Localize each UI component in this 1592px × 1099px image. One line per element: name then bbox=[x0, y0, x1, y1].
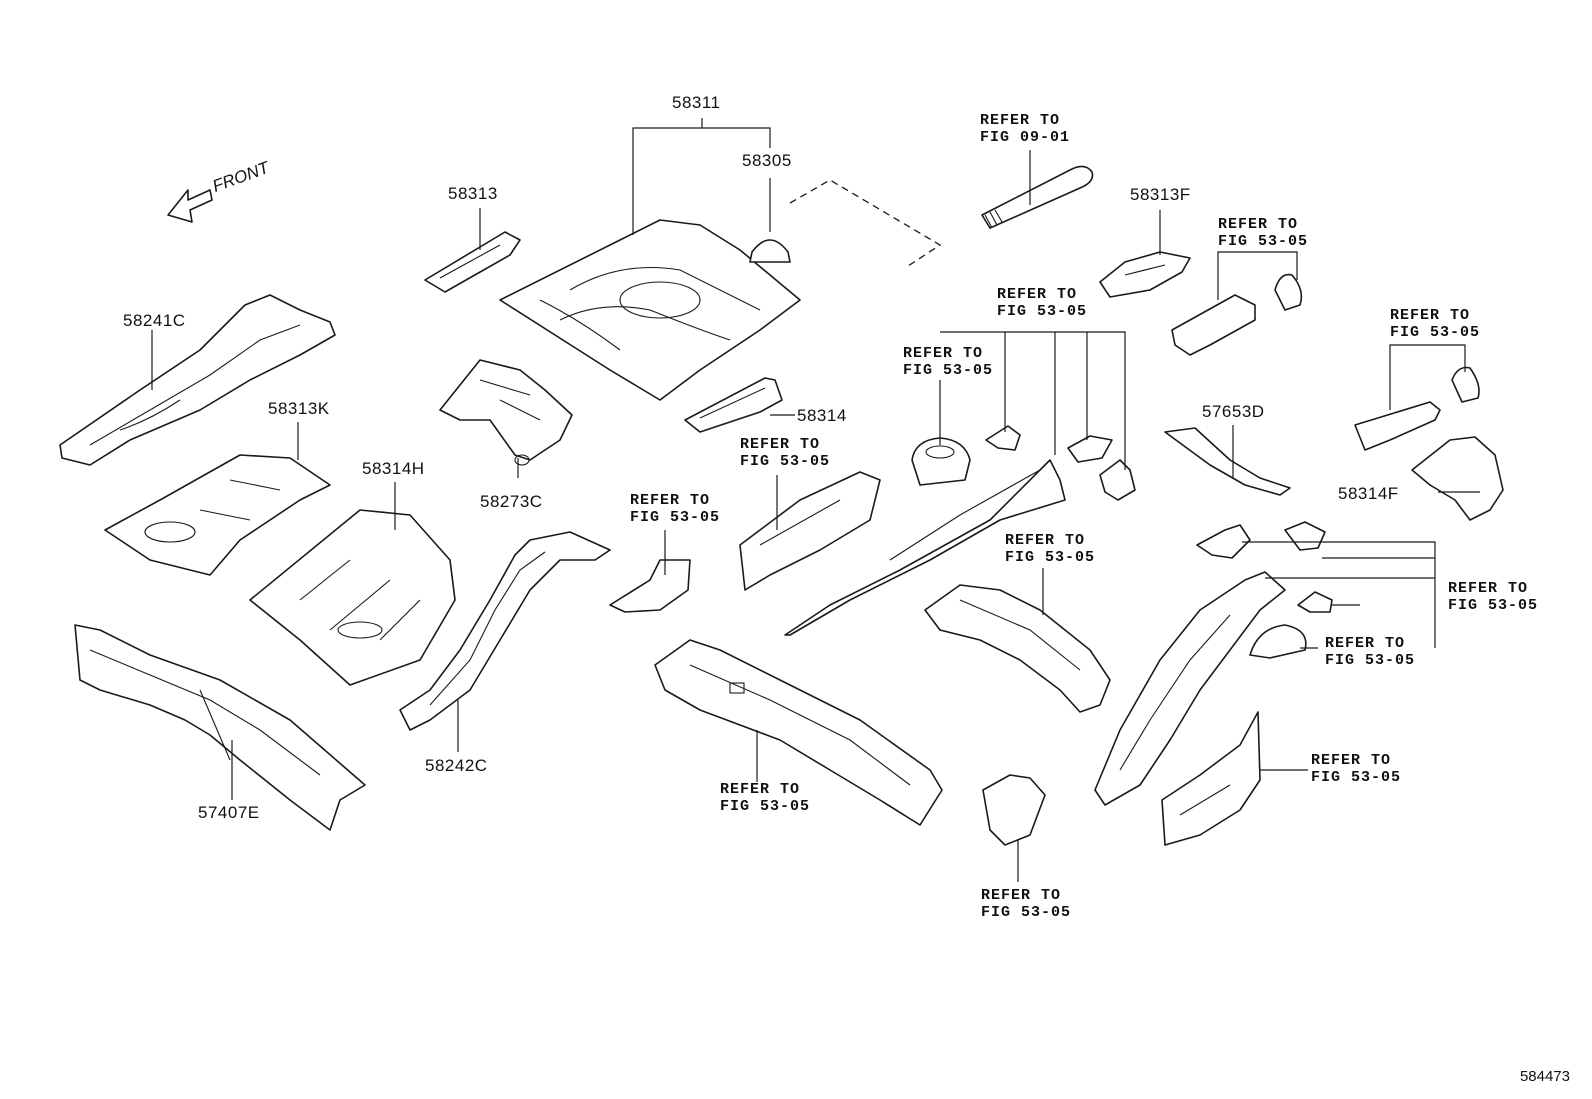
part-channel-a[interactable] bbox=[1171, 273, 1303, 356]
part-floor-member-a[interactable] bbox=[739, 471, 881, 591]
part-57653d-strip[interactable] bbox=[1164, 427, 1291, 496]
dashed-lead bbox=[789, 179, 942, 269]
part-58311-floor-pan[interactable] bbox=[499, 219, 801, 401]
part-jack-handle[interactable] bbox=[981, 165, 1094, 229]
part-57407e-rail[interactable] bbox=[74, 624, 366, 831]
part-floor-member-b[interactable] bbox=[654, 639, 943, 826]
part-side-member[interactable] bbox=[784, 459, 1066, 636]
part-58314f-bracket[interactable] bbox=[1411, 436, 1504, 521]
part-clip-a[interactable] bbox=[985, 425, 1021, 451]
part-clip-e[interactable] bbox=[1284, 521, 1326, 551]
part-label-58313k: 58313K bbox=[268, 399, 330, 418]
part-label-58314h: 58314H bbox=[362, 459, 425, 478]
part-bracket-bottom[interactable] bbox=[982, 774, 1046, 846]
part-label-58314f: 58314F bbox=[1338, 484, 1399, 503]
front-arrow-icon bbox=[167, 189, 213, 223]
part-label-58313: 58313 bbox=[448, 184, 498, 203]
part-58273c-bracket[interactable] bbox=[439, 359, 573, 466]
part-label-58241c: 58241C bbox=[123, 311, 186, 330]
diagram-code: 584473 bbox=[1519, 1068, 1570, 1085]
part-58313-bracket[interactable] bbox=[424, 231, 521, 293]
part-cross-member[interactable] bbox=[924, 584, 1111, 713]
part-channel-b[interactable] bbox=[1354, 366, 1480, 451]
part-label-58314: 58314 bbox=[797, 406, 847, 425]
part-label-58242c: 58242C bbox=[425, 756, 488, 775]
part-58313f-bracket[interactable] bbox=[1099, 251, 1191, 298]
part-58314-bracket[interactable] bbox=[684, 377, 783, 433]
part-label-58311: 58311 bbox=[672, 93, 721, 112]
part-label-58305: 58305 bbox=[742, 151, 792, 170]
part-rear-panel[interactable] bbox=[1161, 711, 1261, 846]
part-clip-c[interactable] bbox=[1099, 459, 1136, 501]
part-58242c-rail[interactable] bbox=[399, 531, 611, 731]
part-58314h-panel[interactable] bbox=[249, 509, 456, 686]
part-clip-b[interactable] bbox=[1067, 435, 1113, 463]
part-58241c-rail[interactable] bbox=[59, 294, 336, 466]
leader-lines bbox=[151, 118, 1480, 882]
part-cap-a[interactable] bbox=[911, 437, 971, 486]
part-label-57653d: 57653D bbox=[1202, 402, 1265, 421]
part-cap-b[interactable] bbox=[1249, 624, 1307, 659]
part-label-58313f: 58313F bbox=[1130, 185, 1191, 204]
part-clip-d[interactable] bbox=[1196, 524, 1251, 559]
part-label-58273c: 58273C bbox=[480, 492, 543, 511]
part-58313k-panel[interactable] bbox=[104, 454, 331, 576]
part-58305-plug[interactable] bbox=[749, 239, 791, 263]
part-small-bracket-a[interactable] bbox=[609, 559, 691, 613]
part-clip-f[interactable] bbox=[1297, 591, 1333, 613]
part-rear-rail[interactable] bbox=[1094, 571, 1286, 806]
part-label-57407e: 57407E bbox=[198, 803, 260, 822]
